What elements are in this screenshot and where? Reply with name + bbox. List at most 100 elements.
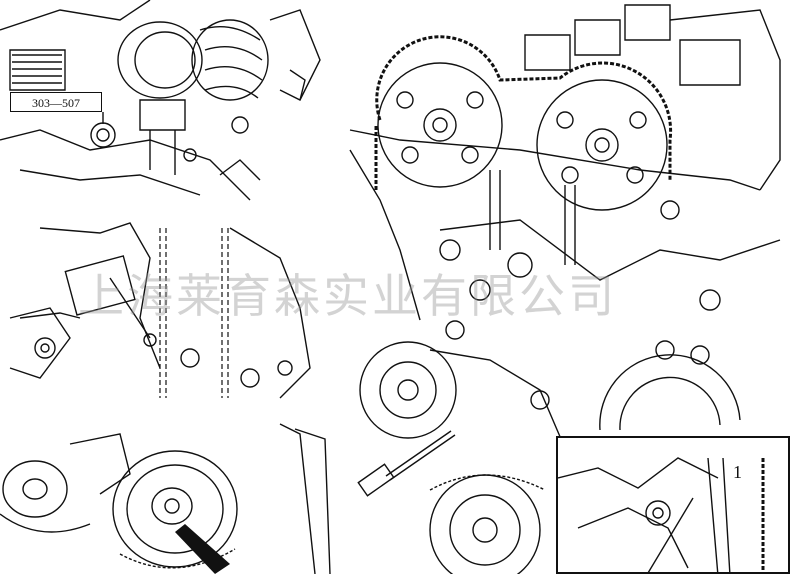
timing-chain-loop: [377, 37, 671, 180]
cover-boss-5: [700, 290, 720, 310]
bracket: [270, 10, 320, 100]
exhaust-sprocket-bolt: [595, 138, 609, 152]
crank-pulley-main: [430, 475, 540, 574]
screwdriver-shaft-b: [386, 431, 451, 476]
exhaust-cam-sprocket: [537, 80, 667, 210]
cam-cap-2: [575, 20, 620, 55]
bolt-mid: [181, 349, 199, 367]
bottom-left-line-drawing: [0, 414, 340, 574]
pulley-grooves: [200, 27, 262, 98]
bolt-left-center: [41, 344, 49, 352]
top-left-detail-panel: 303—507: [0, 0, 340, 210]
inset-guide: [708, 458, 730, 574]
timing-chain-vertical: [160, 228, 228, 398]
locking-pin: [110, 278, 150, 338]
inset-line-drawing: [558, 438, 790, 574]
middle-left-detail-panel: [0, 218, 340, 408]
intake-hole-2: [467, 92, 483, 108]
head-deck: [350, 130, 760, 190]
intake-cam-sprocket: [378, 63, 502, 187]
inset-bracket: [578, 508, 688, 568]
lever: [20, 313, 80, 318]
crank-pulley-main-bolt: [473, 518, 497, 542]
chain-guide-right: [565, 185, 575, 265]
cover-boss-2: [508, 253, 532, 277]
exhaust-sprocket-hub: [586, 129, 618, 161]
bottom-left-detail-panel: [0, 414, 340, 574]
cover-boss-1: [440, 240, 460, 260]
cover-edge: [280, 424, 315, 574]
callout-number: 1: [733, 462, 742, 482]
mount-block: [140, 100, 185, 130]
inset-bolt-center: [653, 508, 663, 518]
arrow-pointer-icon: [175, 524, 230, 574]
screwdriver-shaft: [390, 435, 455, 480]
crank-bolt: [165, 499, 179, 513]
exhaust-hole-4: [627, 167, 643, 183]
middle-left-line-drawing: [0, 218, 340, 408]
intake-sprocket-hub: [424, 109, 456, 141]
intake-hole-1: [397, 92, 413, 108]
block-left-edge: [350, 150, 420, 320]
water-pump-pulley: [600, 355, 740, 430]
housing-lower-edge: [20, 170, 200, 195]
crank-teeth: [430, 475, 545, 490]
fastener-small: [184, 149, 196, 161]
cover-left: [10, 308, 70, 378]
cover-edge-outer: [295, 429, 330, 574]
part-number-label: 303—507: [10, 92, 102, 112]
pin-end: [144, 334, 156, 346]
exhaust-hole-1: [557, 112, 573, 128]
cover-outline: [40, 223, 160, 368]
cover-boss-3: [470, 280, 490, 300]
inset-bolt: [646, 501, 670, 525]
screwdriver-handle: [358, 464, 393, 495]
belt-section: [10, 50, 65, 90]
exhaust-hole-2: [630, 112, 646, 128]
inset-pin: [648, 498, 693, 573]
cover-right: [230, 228, 310, 398]
chain-guide-left: [490, 170, 500, 250]
intake-hole-3: [402, 147, 418, 163]
mount-legs: [150, 130, 175, 175]
bolt-center: [97, 129, 109, 141]
crank-pulley-outer: [113, 451, 237, 567]
crank-pulley-ring: [127, 465, 223, 553]
crank-pulley-main-ring: [450, 495, 520, 565]
intake-hole-4: [462, 147, 478, 163]
cam-cap-3: [625, 5, 670, 40]
reluctor-teeth: [120, 549, 235, 568]
cover-boss-6: [656, 341, 674, 359]
idler-hub: [23, 479, 47, 499]
idler-pulley-large: [360, 342, 456, 438]
cover-boss-4: [661, 201, 679, 219]
head-right-edge: [670, 10, 780, 190]
main-line-drawing: [340, 0, 790, 574]
fastener: [232, 117, 248, 133]
cam-cap-1: [525, 35, 570, 70]
block-edge: [0, 0, 150, 30]
idler-pulley-ring: [380, 362, 436, 418]
alternator-pulley: [192, 20, 268, 100]
intake-sprocket-bolt: [433, 118, 447, 132]
idler-pulley-bolt: [398, 380, 418, 400]
idler-pulley: [3, 461, 67, 517]
inset-detail-frame: [556, 436, 790, 574]
water-pump-ring: [620, 377, 720, 430]
rib-edge: [220, 160, 260, 180]
inset-cover-edge: [558, 458, 718, 488]
tensioner-body: [65, 256, 135, 315]
crank-hub: [152, 488, 192, 524]
housing-edge: [0, 130, 250, 200]
cam-cap-4: [680, 40, 740, 85]
belt-ribs: [12, 55, 62, 83]
bracket-left: [70, 434, 130, 494]
front-cover-contour: [440, 220, 780, 280]
pulley-inner: [135, 32, 195, 88]
cover-boss-8: [446, 321, 464, 339]
bolt-head: [91, 123, 115, 147]
bolt-left: [35, 338, 55, 358]
bolt-far-right: [278, 361, 292, 375]
clip: [290, 70, 305, 100]
top-left-line-drawing: [0, 0, 340, 210]
